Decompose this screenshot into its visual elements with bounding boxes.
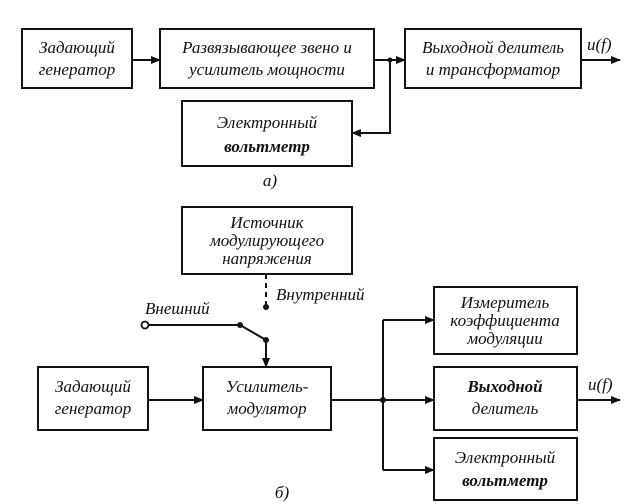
a-generator-block: Задающий генератор — [21, 28, 133, 89]
a-voltmeter-line2: вольтметр — [224, 137, 310, 156]
a-generator-line2: генератор — [39, 60, 115, 79]
b-mod-meter-block: Измеритель коэффициента модуляции — [433, 286, 578, 355]
b-amp-modulator-line1: Усилитель- — [226, 377, 309, 396]
b-external-terminal — [140, 320, 150, 330]
a-caption: а) — [263, 171, 278, 190]
diagram-b: Источник модулирующего напряжения Внутре… — [37, 206, 621, 502]
b-mod-meter-line1: Измеритель — [460, 293, 550, 312]
b-output-divider-line2: делитель — [472, 399, 539, 418]
a-buffer-amp-line1: Развязывающее звено и — [181, 38, 352, 57]
b-generator-block: Задающий генератор — [37, 366, 149, 431]
a-generator-line1: Задающий — [39, 38, 115, 57]
b-switch-blade — [239, 324, 267, 341]
b-output-divider-line1: Выходной — [466, 377, 542, 396]
b-output-divider-block: Выходной делитель — [433, 366, 578, 431]
b-amp-modulator-line2: модулятор — [226, 399, 306, 418]
b-mod-source-line1: Источник — [229, 213, 304, 232]
b-internal-contact — [263, 304, 269, 310]
b-mod-source-line2: модулирующего — [209, 231, 324, 250]
a-buffer-amp-block: Развязывающее звено и усилитель мощности — [159, 28, 375, 89]
a-arrow-to-voltmeter — [351, 60, 391, 137]
b-mod-source-block: Источник модулирующего напряжения — [181, 206, 353, 275]
b-generator-line1: Задающий — [55, 377, 131, 396]
b-caption: б) — [275, 483, 290, 502]
b-voltmeter-line1: Электронный — [455, 448, 556, 467]
a-output-divider-line1: Выходной делитель — [422, 38, 564, 57]
b-voltmeter-line2: вольтметр — [462, 471, 548, 490]
a-junction-dot — [387, 57, 393, 63]
b-generator-line2: генератор — [55, 399, 131, 418]
a-output-divider-line2: и трансформатор — [426, 60, 560, 79]
b-amp-modulator-block: Усилитель- модулятор — [202, 366, 332, 431]
a-output-divider-block: Выходной делитель и трансформатор — [404, 28, 582, 89]
b-mod-meter-line3: модуляции — [466, 329, 542, 348]
a-buffer-amp-line2: усилитель мощности — [187, 60, 345, 79]
b-mod-meter-line2: коэффициента — [450, 311, 559, 330]
a-voltmeter-block: Электронный вольтметр — [181, 100, 353, 167]
b-external-label: Внешний — [145, 299, 210, 318]
b-voltmeter-block: Электронный вольтметр — [433, 437, 578, 501]
diagram-a: Задающий генератор Развязывающее звено и… — [21, 28, 621, 190]
a-voltmeter-line1: Электронный — [217, 113, 318, 132]
b-mod-source-line3: напряжения — [222, 249, 312, 268]
a-output-label: u(f) — [587, 35, 612, 54]
b-internal-label: Внутренний — [276, 285, 365, 304]
b-output-label: u(f) — [588, 375, 613, 394]
